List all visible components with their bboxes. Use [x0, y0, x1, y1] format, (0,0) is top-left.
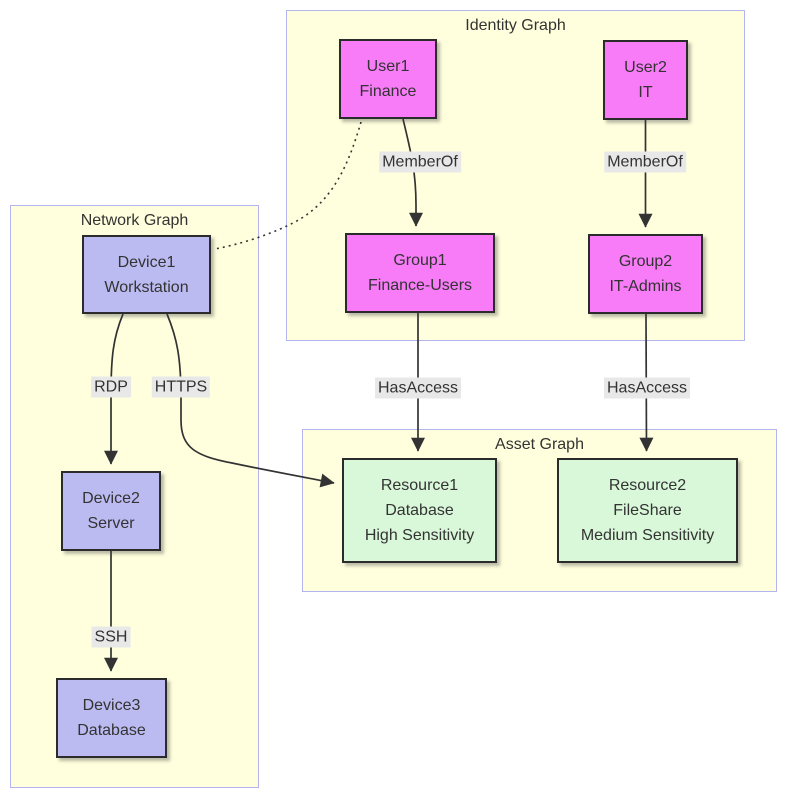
node-device3-line2: Database [77, 722, 146, 739]
edge-label-memberof-2: MemberOf [604, 151, 686, 173]
edge-label-rdp: RDP [91, 376, 131, 398]
edge-label-hasaccess-1: HasAccess [374, 377, 462, 399]
subgraph-asset-title: Asset Graph [495, 436, 584, 453]
node-user1-line2: Finance [359, 83, 417, 100]
node-device2: Device2 Server [61, 471, 161, 551]
node-group2-line2: IT-Admins [609, 278, 682, 295]
node-user2-line1: User2 [624, 59, 667, 76]
subgraph-identity-title: Identity Graph [465, 17, 566, 34]
node-device1-line2: Workstation [104, 278, 189, 296]
edge-user1-device1-dotted [214, 121, 362, 250]
node-group2-line1: Group2 [618, 253, 673, 270]
node-resource1: Resource1 Database High Sensitivity [342, 458, 497, 563]
node-user1-line1: User1 [366, 58, 410, 75]
node-group1: Group1 Finance-Users [345, 233, 495, 313]
node-device1-line1: Device1 [117, 253, 176, 271]
node-device2-line2: Server [87, 515, 135, 532]
node-resource2-line1: Resource2 [608, 477, 687, 494]
node-group1-line1: Group1 [393, 252, 447, 269]
node-device3: Device3 Database [56, 678, 167, 758]
edge-label-hasaccess-2: HasAccess [603, 377, 691, 399]
node-resource1-line1: Resource1 [380, 477, 459, 494]
edge-device1-resource1 [166, 313, 335, 488]
node-resource2: Resource2 FileShare Medium Sensitivity [557, 458, 738, 563]
node-user2: User2 IT [603, 40, 688, 120]
edge-label-https: HTTPS [151, 376, 211, 398]
node-group1-line2: Finance-Users [367, 277, 473, 294]
node-resource1-line2: Database [385, 502, 454, 519]
node-resource1-line3: High Sensitivity [364, 527, 475, 544]
subgraph-network-title: Network Graph [80, 212, 189, 229]
node-device1: Device1 Workstation [82, 235, 211, 314]
node-user1: User1 Finance [339, 39, 437, 119]
node-device3-line1: Device3 [82, 697, 141, 714]
node-resource2-line2: FileShare [613, 502, 682, 519]
edge-label-ssh: SSH [91, 626, 131, 648]
edge-user1-group1 [402, 118, 423, 227]
node-user2-line2: IT [638, 84, 653, 101]
node-group2: Group2 IT-Admins [588, 234, 703, 314]
node-resource2-line3: Medium Sensitivity [580, 527, 715, 544]
node-device2-line1: Device2 [82, 490, 140, 507]
edge-label-memberof-1: MemberOf [379, 151, 461, 173]
